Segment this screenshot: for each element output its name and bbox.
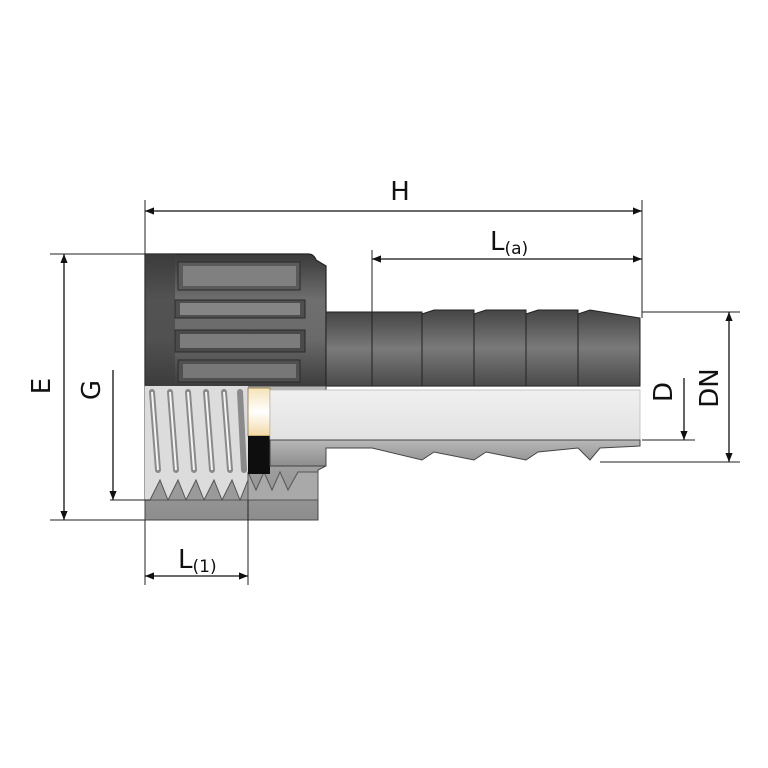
label-L1: L(1) bbox=[178, 545, 217, 577]
section-view bbox=[144, 385, 641, 521]
hose-barb-exterior bbox=[325, 309, 641, 387]
label-DN: DN bbox=[695, 368, 725, 407]
label-G: G bbox=[77, 380, 107, 400]
label-D: D bbox=[649, 382, 679, 402]
label-E: E bbox=[27, 378, 57, 394]
dimension-labels: H L(a) L(1) E G D DN bbox=[27, 177, 725, 577]
label-La: L(a) bbox=[490, 227, 528, 259]
label-H: H bbox=[390, 177, 410, 207]
nut-body bbox=[144, 253, 327, 387]
dimension-lines bbox=[60, 207, 733, 580]
